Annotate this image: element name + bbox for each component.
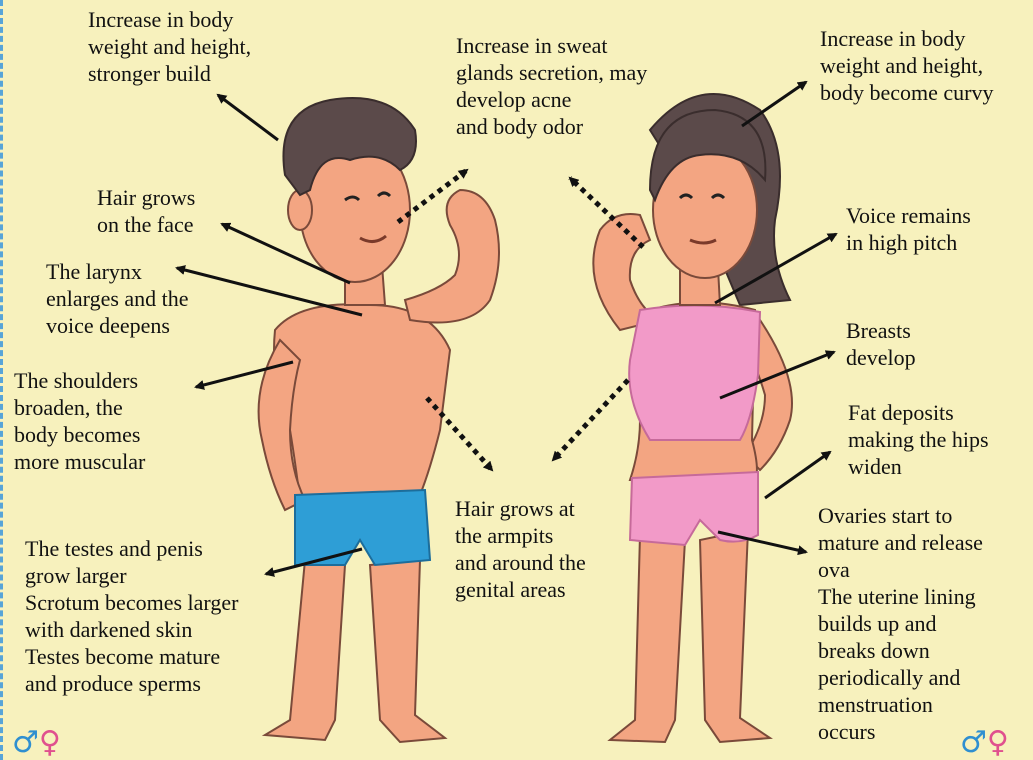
female-symbol-icon: ♀ bbox=[39, 725, 61, 760]
label-girl-weight: Increase in body weight and height, body… bbox=[820, 25, 994, 106]
girl-left-leg bbox=[610, 535, 685, 742]
male-symbol-icon: ♂ bbox=[960, 725, 987, 760]
label-larynx: The larynx enlarges and the voice deepen… bbox=[46, 258, 189, 339]
label-face-hair: Hair grows on the face bbox=[97, 184, 195, 238]
label-hips: Fat deposits making the hips widen bbox=[848, 399, 989, 480]
male-symbol-icon: ♂ bbox=[12, 725, 39, 760]
label-armpit-hair: Hair grows at the armpits and around the… bbox=[455, 495, 586, 603]
boy-left-leg bbox=[265, 560, 345, 740]
girl-figure bbox=[593, 94, 792, 742]
boy-shorts bbox=[295, 490, 430, 565]
arrow-boy-weight bbox=[218, 95, 278, 140]
dotted-arrow-armpit-girl bbox=[553, 380, 628, 460]
boy-right-leg bbox=[370, 560, 445, 742]
female-symbol-icon: ♀ bbox=[987, 725, 1009, 760]
gender-symbols-right: ♂♀ bbox=[960, 728, 1009, 758]
girl-bottoms bbox=[630, 472, 758, 545]
arrow-hips bbox=[765, 452, 830, 498]
boy-torso bbox=[274, 304, 450, 500]
label-shoulders: The shoulders broaden, the body becomes … bbox=[14, 367, 145, 475]
girl-right-leg bbox=[700, 530, 770, 742]
label-sweat: Increase in sweat glands secretion, may … bbox=[456, 32, 647, 140]
girl-top bbox=[629, 305, 760, 440]
gender-symbols-left: ♂♀ bbox=[12, 728, 61, 758]
label-boy-weight: Increase in body weight and height, stro… bbox=[88, 6, 251, 87]
boy-raised-arm bbox=[405, 190, 499, 323]
label-voice-high: Voice remains in high pitch bbox=[846, 202, 971, 256]
boy-figure bbox=[259, 98, 499, 742]
label-breasts: Breasts develop bbox=[846, 317, 916, 371]
label-testes: The testes and penis grow larger Scrotum… bbox=[25, 535, 238, 697]
label-ovaries: Ovaries start to mature and release ova … bbox=[818, 502, 983, 745]
